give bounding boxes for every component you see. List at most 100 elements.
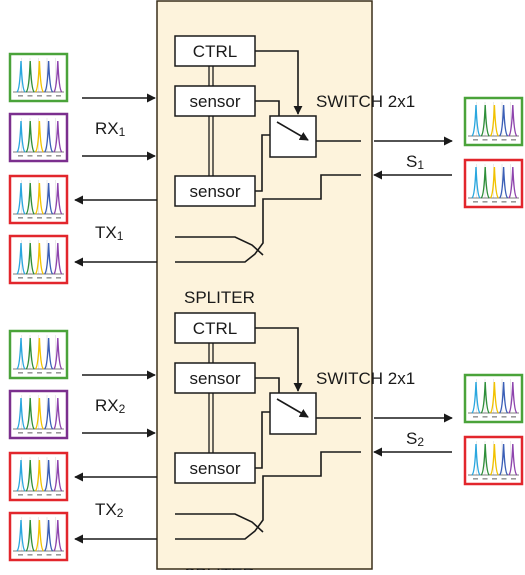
s-in-spectrum-icon-peak (480, 166, 490, 199)
s-label-main: S (406, 152, 417, 171)
ctrl-box-rect (174, 35, 256, 67)
ctrl-to-switch-line (255, 327, 303, 392)
tx-spectrum-icon-peak (44, 459, 54, 492)
sensor-box: sensor (174, 452, 256, 484)
splitter-branch (175, 236, 264, 256)
tx-spectrum-icon-peak (25, 519, 35, 552)
splitter-label: SPLITER (184, 288, 255, 307)
switch-label: SWITCH 2x1 (316, 92, 415, 111)
rx-label-text: RX1 (95, 119, 126, 139)
switch-box (269, 392, 317, 435)
tx-label: TX1 (95, 223, 124, 243)
tx-spectrum-icon (8, 234, 69, 285)
s-label-main: S (406, 429, 417, 448)
tx-label-main: TX (95, 223, 117, 242)
rx-spectrum-icon-peak (44, 60, 54, 93)
s-label-text: S2 (406, 429, 424, 449)
sensor-label: sensor (189, 369, 240, 388)
splitter-line (175, 174, 361, 263)
rx-spectrum-icon-peak (44, 337, 54, 370)
ctrl-label: CTRL (193, 319, 237, 338)
s-out-spectrum-icon (463, 373, 524, 424)
tx-spectrum-icon (8, 174, 69, 225)
rx-spectrum-icon-peak (16, 120, 26, 153)
s-out-spectrum-icon-peak (499, 381, 509, 414)
rx-spectrum-icon-peak (25, 60, 35, 93)
sensor-label: sensor (189, 182, 240, 201)
s-label-text: S1 (406, 152, 424, 172)
rx-label: RX1 (95, 119, 126, 139)
splitter-branch (175, 513, 264, 533)
rx-label-subscript: 2 (119, 402, 126, 416)
s-label-subscript: 2 (417, 435, 424, 449)
s-in-spectrum-icon-peak (480, 443, 490, 476)
sensor-box: sensor (174, 175, 256, 207)
tx-label-main: TX (95, 500, 117, 519)
rx-label-subscript: 1 (119, 125, 126, 139)
ctrl-label: CTRL (193, 42, 237, 61)
tx-spectrum-icon (8, 511, 69, 562)
rx-spectrum-icon-peak (25, 337, 35, 370)
ctrl-box-rect (174, 312, 256, 344)
tx-label-text: TX2 (95, 500, 124, 520)
tx-spectrum-icon-peak (16, 519, 26, 552)
s-label-subscript: 1 (417, 158, 424, 172)
s-in-spectrum-icon-peak (489, 443, 499, 476)
s-out-spectrum-icon-peak (480, 104, 490, 137)
rx-spectrum-icon-peak (53, 120, 63, 153)
rx-spectrum-icon (8, 389, 69, 440)
rx-spectrum-icon-peak (34, 60, 44, 93)
switch-lever (276, 121, 309, 141)
rx-spectrum-icon-peak (53, 397, 63, 430)
tx-label-text: TX1 (95, 223, 124, 243)
s-out-spectrum-icon-peak (508, 381, 518, 414)
sensor-label: sensor (189, 92, 240, 111)
s-out-spectrum-icon-peak (489, 104, 499, 137)
s-out-spectrum-icon-peak (489, 381, 499, 414)
rx-label: RX2 (95, 396, 126, 416)
s-in-spectrum-icon-peak (489, 166, 499, 199)
rx-spectrum-icon-peak (34, 337, 44, 370)
s-in-spectrum-icon (463, 435, 524, 486)
tx-spectrum-icon-peak (34, 519, 44, 552)
rx-spectrum-icon-peak (44, 397, 54, 430)
s-out-spectrum-icon-peak (499, 104, 509, 137)
tx-spectrum-icon-peak (34, 242, 44, 275)
tx-spectrum-icon-peak (53, 182, 63, 215)
s-in-spectrum-icon-peak (499, 166, 509, 199)
tx-spectrum-icon-peak (16, 182, 26, 215)
sensor-box: sensor (174, 362, 256, 394)
switch-box-rect (269, 392, 317, 435)
tx-spectrum-icon (8, 451, 69, 502)
rx-spectrum-icon-peak (25, 120, 35, 153)
tx-spectrum-icon-peak (53, 519, 63, 552)
sensor-to-switch-line (255, 134, 270, 192)
rx-spectrum-icon (8, 112, 69, 163)
tx-spectrum-icon-peak (16, 242, 26, 275)
sensor-to-switch-line (255, 377, 280, 393)
sensor-to-switch-line (255, 100, 280, 116)
s-in-spectrum-icon-peak (508, 166, 518, 199)
s-label: S2 (406, 429, 424, 449)
s-out-spectrum-icon-peak (480, 381, 490, 414)
sensor-label: sensor (189, 459, 240, 478)
splitter-label: SPLITER (184, 565, 255, 570)
tx-spectrum-icon-peak (25, 242, 35, 275)
rx-spectrum-icon (8, 329, 69, 380)
switch-lever (276, 398, 309, 418)
s-out-spectrum-icon-peak (508, 104, 518, 137)
tx-spectrum-icon-peak (44, 242, 54, 275)
s-label: S1 (406, 152, 424, 172)
tx-spectrum-icon-peak (44, 519, 54, 552)
rx-label-text: RX2 (95, 396, 126, 416)
s-in-spectrum-icon-peak (508, 443, 518, 476)
s-out-spectrum-icon (463, 96, 524, 147)
ctrl-box: CTRL (174, 35, 256, 67)
tx-label: TX2 (95, 500, 124, 520)
tx-spectrum-icon-peak (25, 459, 35, 492)
rx-spectrum-icon-peak (16, 60, 26, 93)
switch-box-rect (269, 115, 317, 158)
